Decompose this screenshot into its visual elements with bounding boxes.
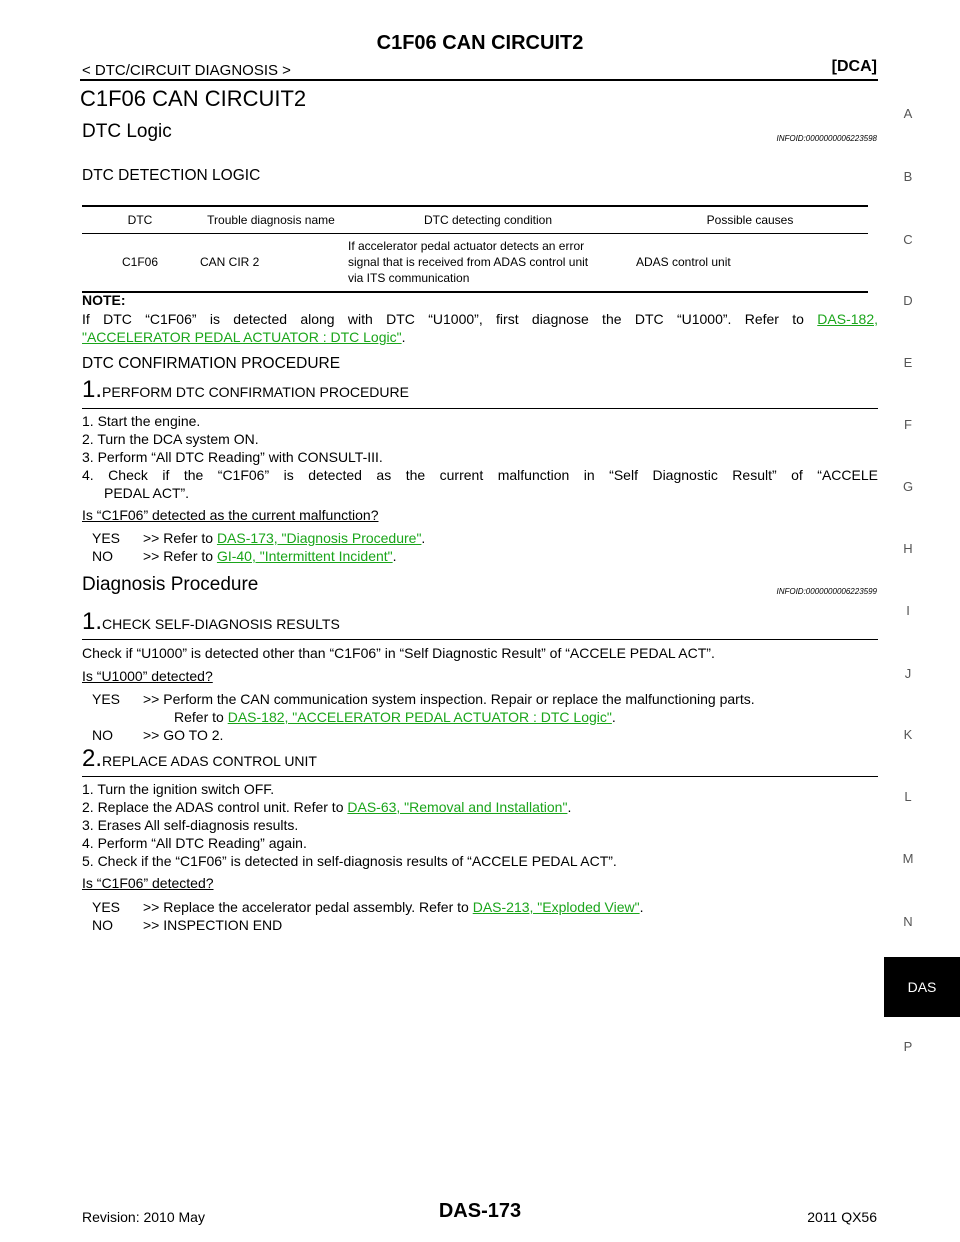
note-link-accelerator-pedal-actuator[interactable]: "ACCELERATOR PEDAL ACTUATOR : DTC Logic" <box>82 329 402 345</box>
diagnosis-step-2-no-row: NO>> INSPECTION END <box>92 917 283 933</box>
step-number: 2. <box>82 745 103 772</box>
page-header-title: C1F06 CAN CIRCUIT2 <box>376 32 584 54</box>
sidebar-letter-a[interactable]: A <box>903 106 913 121</box>
diagnosis-procedure-heading: Diagnosis Procedure <box>82 574 259 595</box>
table-header-condition: DTC detecting condition <box>344 205 632 234</box>
step-number: 1. <box>82 608 103 635</box>
link-das-213-exploded-view[interactable]: DAS-213, "Exploded View" <box>472 899 640 915</box>
note-text-line2: "ACCELERATOR PEDAL ACTUATOR : DTC Logic"… <box>82 329 406 345</box>
sidebar-letter-c[interactable]: C <box>903 232 913 247</box>
confirmation-yes-row: YES>> Refer to DAS-173, "Diagnosis Proce… <box>92 530 426 546</box>
diagnosis-infoid: INFOID:0000000006223599 <box>776 587 877 596</box>
footer-model: 2011 QX56 <box>807 1209 877 1225</box>
diagnosis-step-2-item-5: 5. Check if the “C1F06” is detected in s… <box>82 853 617 869</box>
sidebar-letter-d[interactable]: D <box>903 293 913 308</box>
link-gi-40-intermittent-incident[interactable]: GI-40, "Intermittent Incident" <box>216 548 393 564</box>
sidebar-letter-i[interactable]: I <box>906 603 910 618</box>
sidebar-letter-k[interactable]: K <box>903 727 913 742</box>
diagnosis-step-2-item-1: 1. Turn the ignition switch OFF. <box>82 781 275 797</box>
sidebar-letter-n[interactable]: N <box>903 914 913 929</box>
confirmation-item-3: 3. Perform “All DTC Reading” with CONSUL… <box>82 449 383 465</box>
dtc-confirmation-heading: DTC CONFIRMATION PROCEDURE <box>82 355 341 372</box>
condition-line: If accelerator pedal actuator detects an… <box>348 239 585 253</box>
no-label: NO <box>92 917 113 933</box>
diagnosis-step-2-question: Is “C1F06” detected? <box>82 875 214 891</box>
confirmation-item-4: 4. Check if the “C1F06” is detected as t… <box>82 467 878 483</box>
diagnosis-step-1-yes-refer: Refer to DAS-182, "ACCELERATOR PEDAL ACT… <box>174 709 616 725</box>
dtc-logic-heading: DTC Logic <box>82 121 172 142</box>
confirmation-no-row: NO>> Refer to GI-40, "Intermittent Incid… <box>92 548 397 564</box>
sidebar-letter-g[interactable]: G <box>902 479 914 494</box>
sidebar-letter-b[interactable]: B <box>903 169 913 184</box>
diagnosis-step-2-item-3: 3. Erases All self-diagnosis results. <box>82 817 299 833</box>
diagnosis-step-1-title: 1.CHECK SELF-DIAGNOSIS RESULTS <box>82 608 340 636</box>
diagnosis-step-2-item-4: 4. Perform “All DTC Reading” again. <box>82 835 307 851</box>
sidebar-letter-h[interactable]: H <box>903 541 913 556</box>
sidebar-letter-p[interactable]: P <box>903 1039 913 1054</box>
table-header-causes: Possible causes <box>632 205 868 234</box>
yes-label: YES <box>92 899 121 915</box>
step-title: REPLACE ADAS CONTROL UNIT <box>102 753 317 769</box>
confirmation-step-1-title: 1.PERFORM DTC CONFIRMATION PROCEDURE <box>82 376 409 404</box>
table-cell-name: CAN CIR 2 <box>198 233 344 293</box>
link-das-63-removal-and-installation[interactable]: DAS-63, "Removal and Installation" <box>347 799 568 815</box>
breadcrumb: < DTC/CIRCUIT DIAGNOSIS > <box>82 62 291 79</box>
note-label: NOTE: <box>82 292 126 308</box>
diagnosis-step-2-yes-row: YES>> Replace the accelerator pedal asse… <box>92 899 644 915</box>
dtc-table: DTC Trouble diagnosis name DTC detecting… <box>82 205 868 293</box>
table-cell-condition: If accelerator pedal actuator detects an… <box>344 233 632 293</box>
diagnosis-step-1-no-row: NO>> GO TO 2. <box>92 727 224 743</box>
link-das-173-diagnosis-procedure[interactable]: DAS-173, "Diagnosis Procedure" <box>216 530 422 546</box>
page-number: DAS-173 <box>438 1200 522 1222</box>
section-tab-das[interactable]: DAS <box>884 957 960 1017</box>
confirmation-question: Is “C1F06” detected as the current malfu… <box>82 507 379 523</box>
table-cell-dtc: C1F06 <box>82 233 198 293</box>
sidebar-letter-e[interactable]: E <box>903 355 913 370</box>
yes-label: YES <box>92 530 121 546</box>
sidebar-letter-f[interactable]: F <box>904 417 912 432</box>
table-header-row: DTC Trouble diagnosis name DTC detecting… <box>82 205 868 234</box>
confirmation-item-1: 1. Start the engine. <box>82 413 201 429</box>
diagnosis-step-1-yes-row: YES>> Perform the CAN communication syst… <box>92 691 755 707</box>
diagnosis-step-2-title: 2.REPLACE ADAS CONTROL UNIT <box>82 745 317 773</box>
condition-line: via ITS communication <box>348 271 470 285</box>
table-header-name: Trouble diagnosis name <box>198 205 344 234</box>
link-das-182-accelerator-pedal-actuator[interactable]: DAS-182, "ACCELERATOR PEDAL ACTUATOR : D… <box>227 709 612 725</box>
note-text: If DTC “C1F06” is detected along with DT… <box>82 311 878 327</box>
step-divider <box>82 408 878 409</box>
diagnosis-step-1-question: Is “U1000” detected? <box>82 668 213 684</box>
diagnosis-step-2-item-2: 2. Replace the ADAS control unit. Refer … <box>82 799 572 815</box>
footer-revision: Revision: 2010 May <box>82 1209 205 1225</box>
step-divider <box>82 776 878 777</box>
step-title: CHECK SELF-DIAGNOSIS RESULTS <box>102 616 340 632</box>
step-divider <box>82 639 878 640</box>
dtc-logic-infoid: INFOID:0000000006223598 <box>776 134 877 143</box>
diagnosis-step-1-text: Check if “U1000” is detected other than … <box>82 645 715 661</box>
sidebar-letter-m[interactable]: M <box>902 851 914 866</box>
page-title: C1F06 CAN CIRCUIT2 <box>80 86 307 111</box>
step-title: PERFORM DTC CONFIRMATION PROCEDURE <box>102 384 409 400</box>
sidebar-letter-j[interactable]: J <box>904 666 912 681</box>
yes-label: YES <box>92 691 121 707</box>
table-row: C1F06 CAN CIR 2 If accelerator pedal act… <box>82 233 868 293</box>
table-cell-causes: ADAS control unit <box>632 233 868 293</box>
no-label: NO <box>92 548 113 564</box>
note-link-das-182[interactable]: DAS-182, <box>817 311 878 327</box>
dtc-detection-logic-heading: DTC DETECTION LOGIC <box>82 167 261 184</box>
no-label: NO <box>92 727 113 743</box>
header-divider <box>80 79 878 81</box>
confirmation-item-2: 2. Turn the DCA system ON. <box>82 431 259 447</box>
header-tag: [DCA] <box>831 58 877 75</box>
table-header-dtc: DTC <box>82 205 198 234</box>
condition-line: signal that is received from ADAS contro… <box>348 255 589 269</box>
sidebar-letter-l[interactable]: L <box>904 789 912 804</box>
step-number: 1. <box>82 376 103 403</box>
confirmation-item-4-cont: PEDAL ACT”. <box>104 485 190 501</box>
